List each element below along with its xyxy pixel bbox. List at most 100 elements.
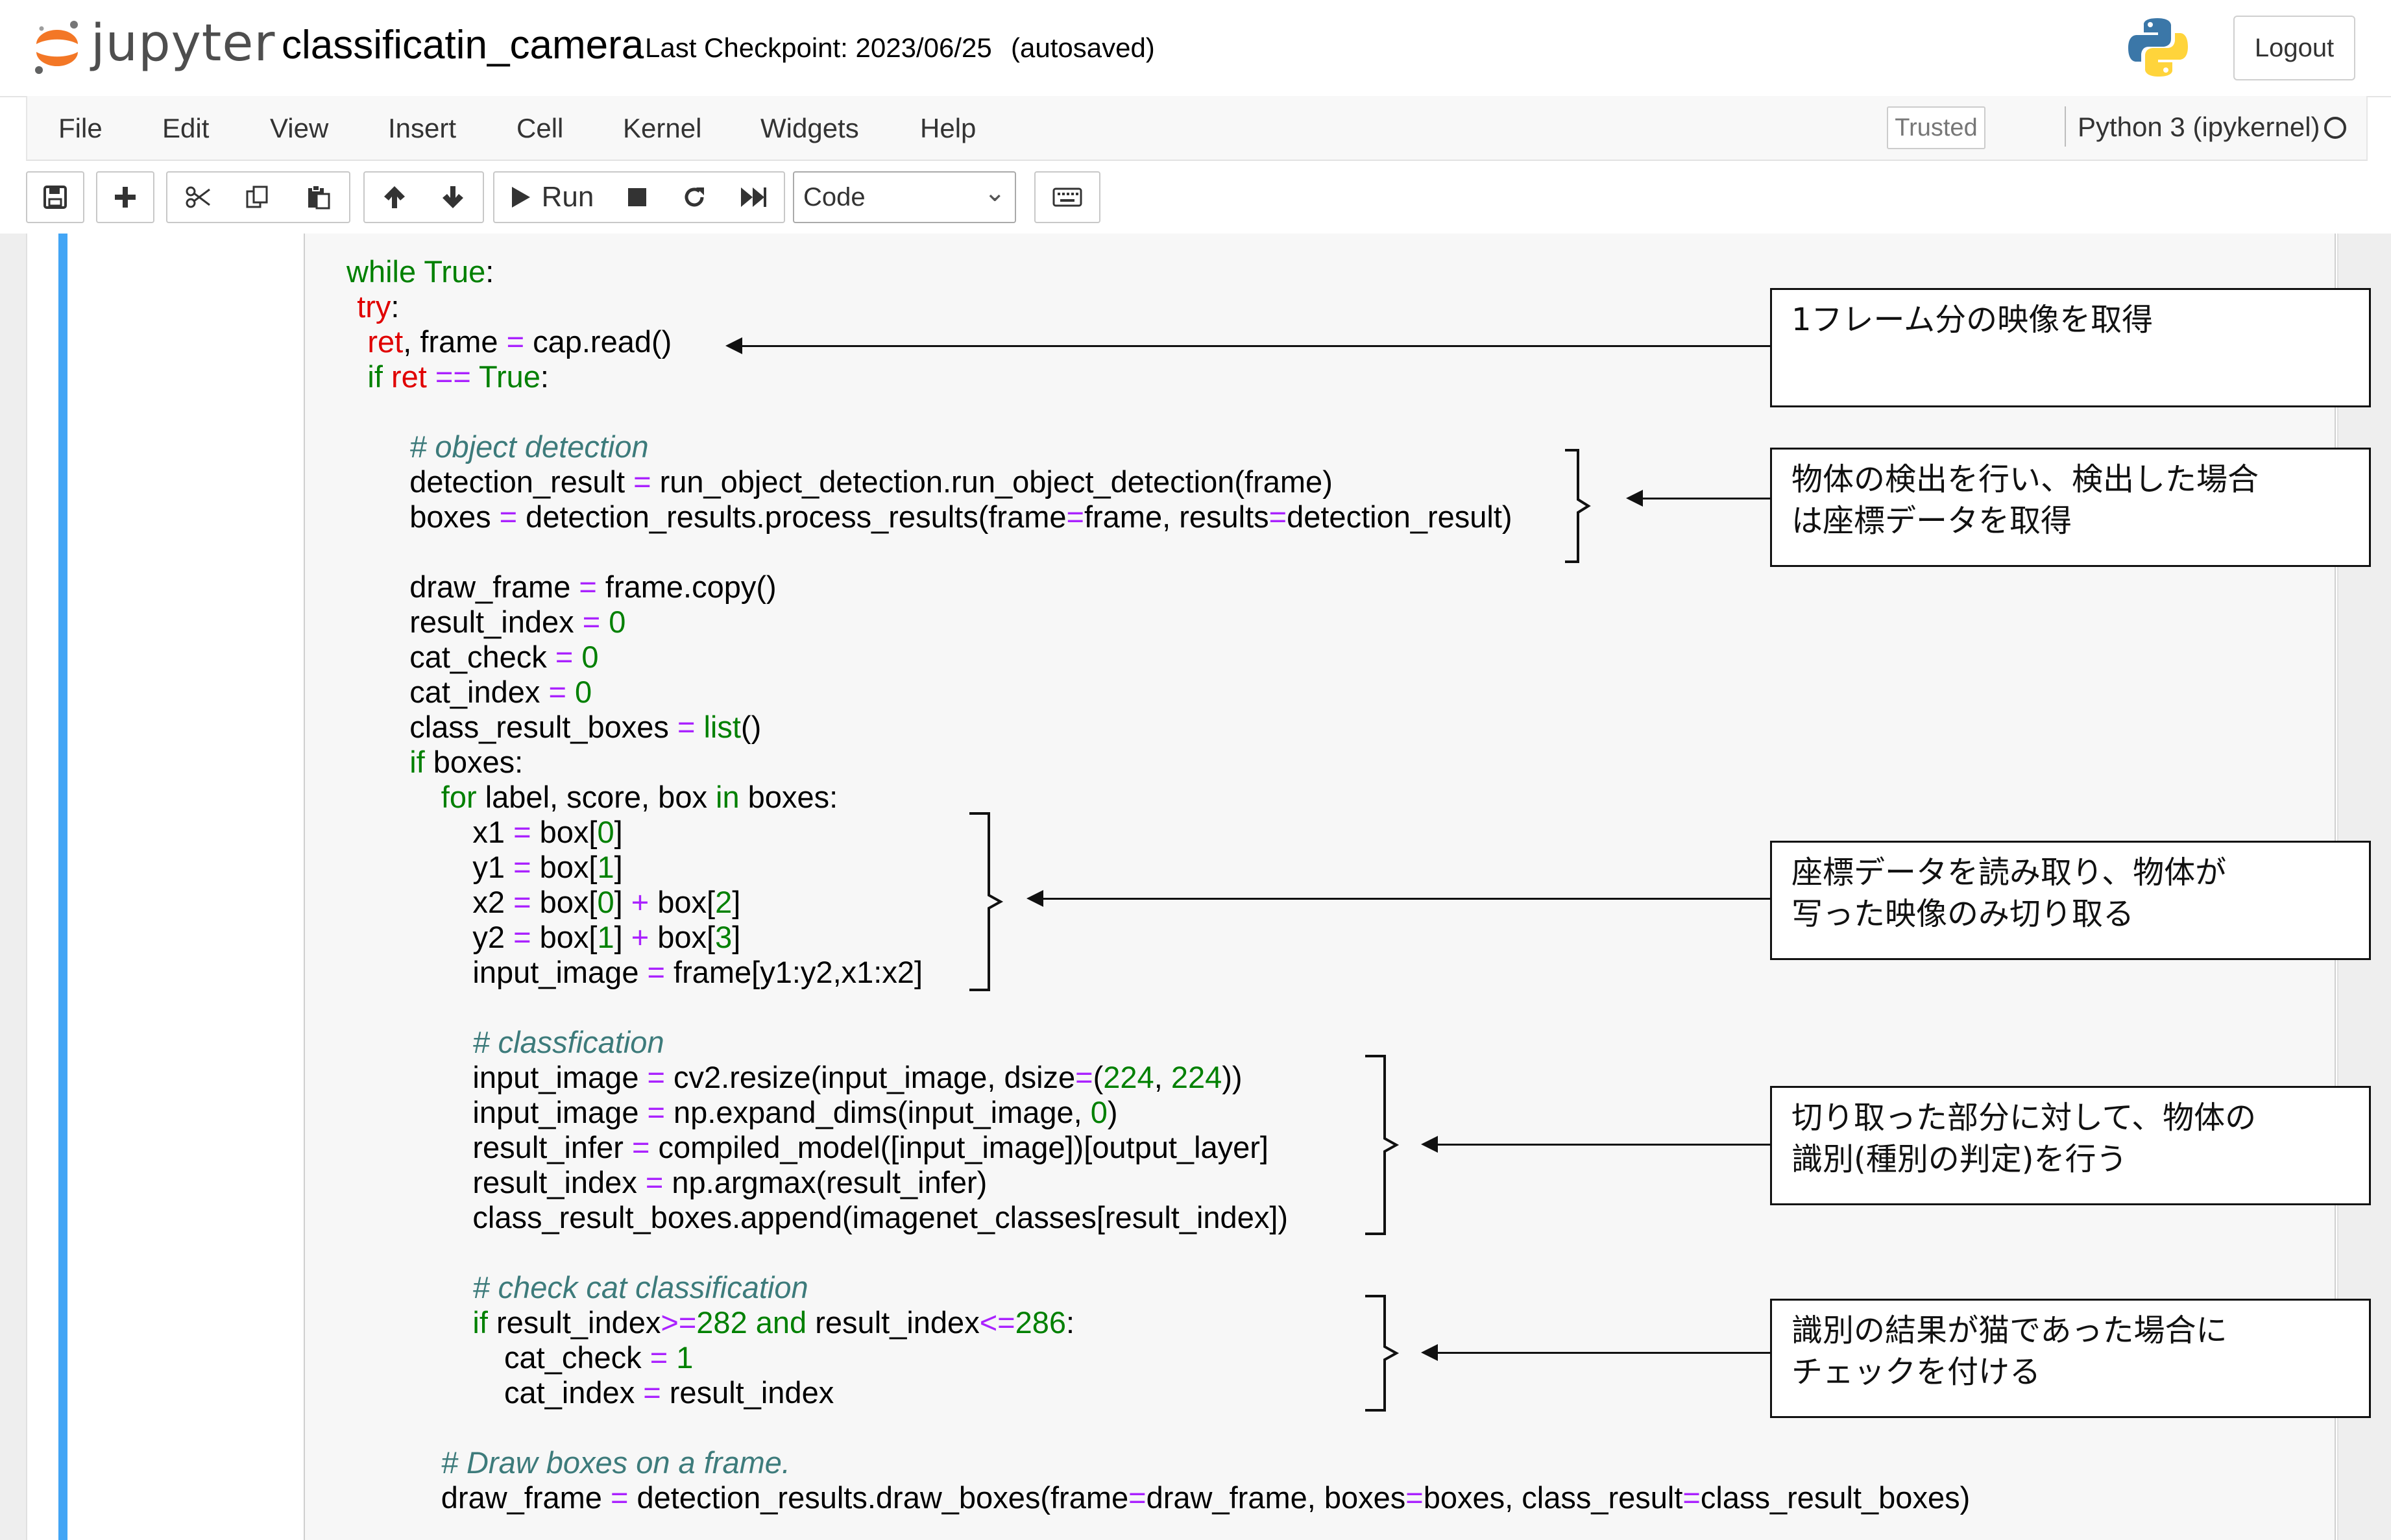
brace-icon: [1565, 449, 1591, 563]
menu-kernel[interactable]: Kernel: [623, 113, 702, 143]
jupyter-brand-text: jupyter: [91, 14, 276, 73]
toolbar: Run Code ⌄: [0, 161, 2391, 234]
annotation-4-leader: [1437, 1144, 1770, 1146]
scissors-icon: [186, 186, 210, 208]
code-line: result_index = 0: [409, 605, 626, 639]
restart-icon: [685, 187, 704, 207]
cell-type-select[interactable]: Code ⌄: [793, 171, 1016, 223]
code-line: if result_index>=282 and result_index<=2…: [472, 1305, 1075, 1340]
annotation-box-1: 1フレーム分の映像を取得: [1770, 288, 2371, 407]
code-line: draw_frame = frame.copy(): [409, 570, 777, 604]
copy-button[interactable]: [227, 171, 289, 223]
code-line: class_result_boxes.append(imagenet_class…: [472, 1200, 1289, 1234]
annotation-box-4: 切り取った部分に対して、物体の 識別(種別の判定)を行う: [1770, 1086, 2371, 1205]
python-logo-icon: [2128, 18, 2188, 77]
brace-icon: [1365, 1295, 1400, 1412]
arrow-left-icon: [725, 337, 742, 354]
code-line: class_result_boxes = list(): [409, 710, 762, 744]
keyboard-icon: [1052, 187, 1082, 207]
chevron-down-icon: ⌄: [984, 178, 1006, 207]
run-label: Run: [541, 181, 594, 213]
kernel-idle-icon: [2324, 117, 2346, 139]
code-line: cat_check = 1: [504, 1340, 694, 1375]
code-line: # object detection: [409, 429, 649, 464]
save-icon: [43, 186, 67, 209]
code-line: if ret == True:: [367, 359, 549, 394]
annotation-3-leader: [1042, 898, 1770, 900]
code-line: if boxes:: [409, 745, 524, 779]
cut-button[interactable]: [166, 171, 230, 223]
annotation-4-line2: 識別(種別の判定)を行う: [1791, 1141, 2128, 1177]
annotation-5-line1: 識別の結果が猫であった場合に: [1791, 1312, 2227, 1349]
annotation-2-line2: は座標データを取得: [1791, 503, 2072, 539]
trusted-indicator[interactable]: Trusted: [1887, 106, 1985, 149]
code-line: cat_index = 0: [409, 675, 592, 709]
annotation-1-leader: [741, 345, 1770, 347]
menu-bar: File Edit View Insert Cell Kernel Widget…: [26, 96, 2368, 161]
cell-type-value: Code: [803, 183, 866, 211]
menu-cell[interactable]: Cell: [516, 113, 564, 143]
code-line: ret, frame = cap.read(): [367, 324, 672, 359]
code-line: y1 = box[1]: [472, 850, 623, 884]
code-line: input_image = np.expand_dims(input_image…: [472, 1095, 1118, 1129]
kernel-name[interactable]: Python 3 (ipykernel): [2078, 112, 2320, 142]
interrupt-button[interactable]: [609, 171, 667, 223]
move-up-button[interactable]: [363, 171, 426, 223]
brace-icon: [969, 812, 1004, 991]
command-palette-button[interactable]: [1034, 171, 1100, 223]
paste-button[interactable]: [288, 171, 350, 223]
stop-icon: [628, 188, 646, 206]
annotation-2-leader: [1642, 498, 1770, 499]
kernel-separator: [2065, 106, 2066, 147]
fast-forward-icon: [741, 187, 766, 207]
code-line: # classfication: [472, 1025, 664, 1059]
arrow-left-icon: [1026, 890, 1043, 907]
checkpoint-status: Last Checkpoint: 2023/06/25: [645, 32, 992, 63]
annotation-box-5: 識別の結果が猫であった場合に チェックを付ける: [1770, 1299, 2371, 1418]
notebook-title[interactable]: classificatin_camera: [282, 23, 644, 67]
annotation-5-leader: [1437, 1352, 1770, 1354]
annotation-3-line1: 座標データを読み取り、物体が: [1791, 854, 2227, 891]
move-down-button[interactable]: [423, 171, 484, 223]
code-line: detection_result = run_object_detection.…: [409, 464, 1333, 499]
annotation-1-line1: 1フレーム分の映像を取得: [1791, 302, 2154, 338]
menu-help[interactable]: Help: [920, 113, 977, 143]
logout-button[interactable]: Logout: [2233, 16, 2355, 80]
arrow-down-icon: [443, 186, 463, 208]
code-line: while True:: [346, 254, 494, 289]
brace-icon: [1365, 1055, 1400, 1235]
code-line: cat_index = result_index: [504, 1375, 834, 1410]
notebook-header: jupyter classificatin_camera Last Checkp…: [0, 0, 2391, 97]
arrow-left-icon: [1421, 1136, 1438, 1153]
save-button[interactable]: [26, 171, 84, 223]
menu-file[interactable]: File: [58, 113, 103, 143]
menu-widgets[interactable]: Widgets: [760, 113, 859, 143]
code-line: x2 = box[0] + box[2]: [472, 885, 741, 919]
copy-icon: [246, 186, 268, 208]
code-line: x1 = box[0]: [472, 815, 623, 849]
arrow-up-icon: [384, 186, 405, 208]
restart-run-all-button[interactable]: [723, 171, 785, 223]
code-line: result_index = np.argmax(result_infer): [472, 1165, 988, 1199]
menu-insert[interactable]: Insert: [388, 113, 457, 143]
code-line: input_image = frame[y1:y2,x1:x2]: [472, 955, 923, 989]
code-line: draw_frame = detection_results.draw_boxe…: [441, 1480, 1971, 1515]
insert-cell-button[interactable]: [96, 171, 154, 223]
annotation-3-line2: 写った映像のみ切り取る: [1791, 896, 2135, 932]
arrow-left-icon: [1626, 490, 1643, 507]
annotation-box-2: 物体の検出を行い、検出した場合 は座標データを取得: [1770, 448, 2371, 567]
code-line: cat_check = 0: [409, 640, 599, 674]
restart-button[interactable]: [666, 171, 724, 223]
run-button[interactable]: Run: [493, 171, 611, 223]
code-line: y2 = box[1] + box[3]: [472, 920, 741, 954]
menu-view[interactable]: View: [270, 113, 329, 143]
annotation-4-line1: 切り取った部分に対して、物体の: [1791, 1100, 2257, 1136]
cell-selection-bar: [58, 234, 67, 1540]
code-line: input_image = cv2.resize(input_image, ds…: [472, 1060, 1243, 1094]
jupyter-logo-icon[interactable]: [31, 18, 83, 75]
menu-edit[interactable]: Edit: [162, 113, 210, 143]
paste-icon: [308, 185, 330, 210]
code-line: # check cat classification: [472, 1270, 808, 1305]
code-line: boxes = detection_results.process_result…: [409, 499, 1512, 534]
play-icon: [511, 187, 530, 208]
